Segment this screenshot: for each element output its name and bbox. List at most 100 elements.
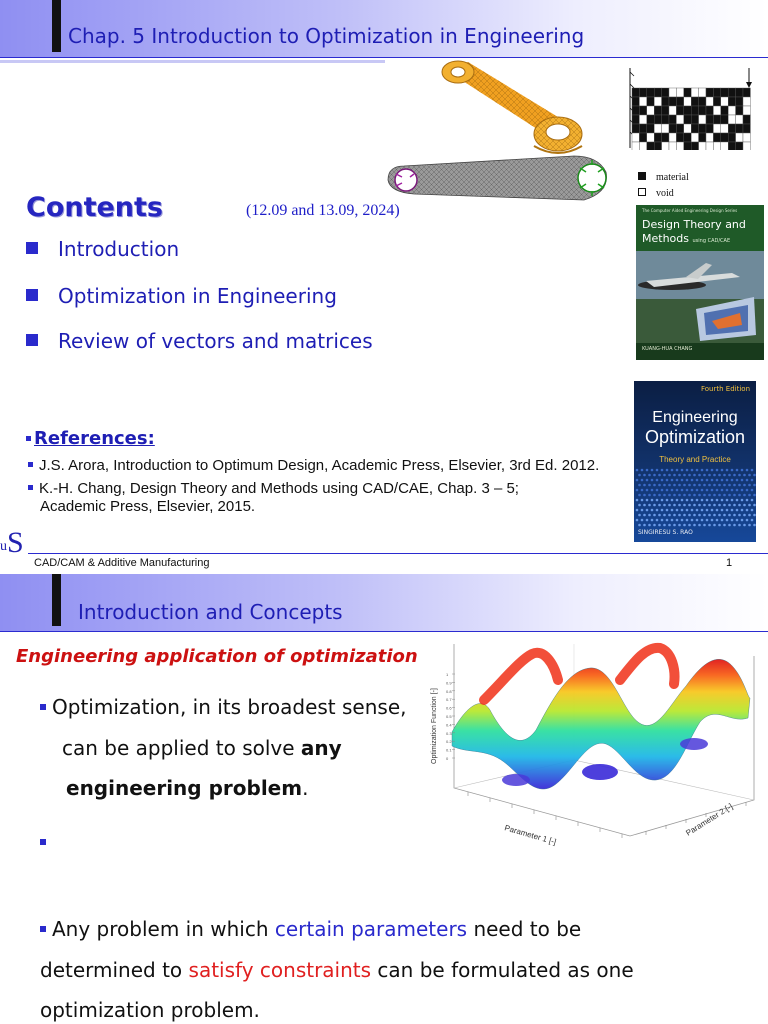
cover-dot bbox=[640, 498, 644, 502]
material-cell bbox=[646, 141, 655, 150]
void-cell bbox=[713, 105, 722, 116]
cover-dot bbox=[645, 468, 649, 472]
cover-dot bbox=[665, 488, 669, 492]
void-cell bbox=[631, 132, 640, 143]
cover-dot bbox=[683, 493, 686, 497]
cover-dot bbox=[703, 503, 706, 507]
cover-dot bbox=[655, 498, 659, 502]
cover-dot bbox=[663, 513, 666, 517]
material-cell bbox=[691, 141, 699, 150]
cover-dot bbox=[738, 493, 741, 497]
cover-dot bbox=[750, 518, 754, 522]
bullet-dot-icon bbox=[40, 839, 46, 845]
material-cell bbox=[691, 123, 699, 134]
cover-dot bbox=[670, 508, 674, 512]
cover-dot bbox=[693, 483, 696, 487]
material-cell bbox=[742, 114, 751, 125]
cover-dot bbox=[653, 503, 656, 507]
cover-dot bbox=[723, 523, 726, 527]
cover-dot bbox=[675, 478, 679, 482]
cover-dot bbox=[735, 518, 739, 522]
cover-dot bbox=[723, 473, 726, 477]
cover-dot bbox=[693, 493, 696, 497]
cover-dot bbox=[685, 518, 689, 522]
page-number: 1 bbox=[726, 557, 733, 569]
book-cover-design-theory: The Computer Aided Engineering Design Se… bbox=[636, 205, 764, 360]
cover-dot bbox=[670, 518, 674, 522]
cover-dot bbox=[678, 513, 681, 517]
cover-dot bbox=[688, 513, 691, 517]
slide-title: Introduction and Concepts bbox=[78, 600, 343, 624]
cover-dot bbox=[743, 473, 746, 477]
cover-dot bbox=[720, 518, 724, 522]
para1-line3: engineering problem. bbox=[66, 776, 308, 800]
material-cell bbox=[720, 132, 729, 143]
cover-dot bbox=[695, 518, 699, 522]
slide-2: Introduction and Concepts Engineering ap… bbox=[0, 574, 768, 1024]
cover-dot bbox=[720, 478, 724, 482]
cover-dot bbox=[710, 508, 714, 512]
cover-dot bbox=[643, 513, 646, 517]
cover-dot bbox=[680, 508, 684, 512]
cover-dot bbox=[698, 493, 701, 497]
material-cell bbox=[668, 96, 677, 107]
bullet-dot-icon bbox=[40, 926, 46, 932]
book1-author: KUANG-HUA CHANG bbox=[642, 346, 693, 352]
cover-dot bbox=[678, 503, 681, 507]
cover-dot bbox=[673, 493, 676, 497]
cover-dot bbox=[680, 518, 684, 522]
z-tick-label: 0.8 bbox=[446, 689, 452, 694]
cover-dot bbox=[725, 518, 729, 522]
cover-dot bbox=[653, 493, 656, 497]
cover-dot bbox=[718, 473, 721, 477]
contents-item-vectors: Review of vectors and matrices bbox=[26, 329, 373, 353]
material-cell bbox=[646, 96, 655, 107]
book1-cover-art bbox=[636, 251, 764, 343]
void-cell bbox=[705, 96, 714, 107]
cover-dot bbox=[670, 478, 674, 482]
cover-dot bbox=[705, 498, 709, 502]
void-swatch bbox=[638, 188, 646, 196]
cover-dot bbox=[700, 498, 704, 502]
void-cell bbox=[691, 132, 699, 143]
material-cell bbox=[639, 123, 647, 134]
cover-dot bbox=[663, 523, 666, 527]
void-cell bbox=[639, 114, 647, 125]
material-cell bbox=[735, 141, 744, 150]
cover-dot bbox=[695, 488, 699, 492]
para2-text: determined to bbox=[40, 958, 183, 982]
cover-dot bbox=[693, 513, 696, 517]
cover-dot bbox=[658, 483, 661, 487]
cover-dot bbox=[738, 483, 741, 487]
cover-dot bbox=[675, 468, 679, 472]
contents-item-label: Introduction bbox=[58, 237, 180, 261]
cover-dot bbox=[713, 483, 716, 487]
cover-dot bbox=[730, 498, 734, 502]
material-cell bbox=[727, 96, 736, 107]
cover-dot bbox=[688, 523, 691, 527]
cover-dot bbox=[635, 488, 639, 492]
void-cell bbox=[646, 105, 655, 116]
material-cell bbox=[631, 105, 640, 116]
contents-item-label: Optimization in Engineering bbox=[58, 284, 337, 308]
cover-dot bbox=[745, 468, 749, 472]
cover-dot bbox=[718, 523, 721, 527]
material-cell bbox=[639, 105, 647, 116]
contents-heading: Contents bbox=[26, 192, 164, 223]
material-cell bbox=[631, 114, 640, 125]
logo-prefix: u bbox=[0, 539, 7, 554]
cover-dot bbox=[705, 478, 709, 482]
void-cell bbox=[713, 123, 722, 134]
cover-dot bbox=[720, 498, 724, 502]
void-cell bbox=[735, 114, 744, 125]
cover-dot bbox=[648, 493, 651, 497]
void-cell bbox=[735, 132, 744, 143]
material-cell bbox=[668, 114, 677, 125]
cover-dot bbox=[685, 478, 689, 482]
cover-dot bbox=[660, 478, 664, 482]
cover-dot bbox=[668, 503, 671, 507]
cover-dot bbox=[748, 493, 751, 497]
cover-dot bbox=[723, 493, 726, 497]
cover-dot bbox=[683, 503, 686, 507]
cover-dot bbox=[740, 498, 744, 502]
